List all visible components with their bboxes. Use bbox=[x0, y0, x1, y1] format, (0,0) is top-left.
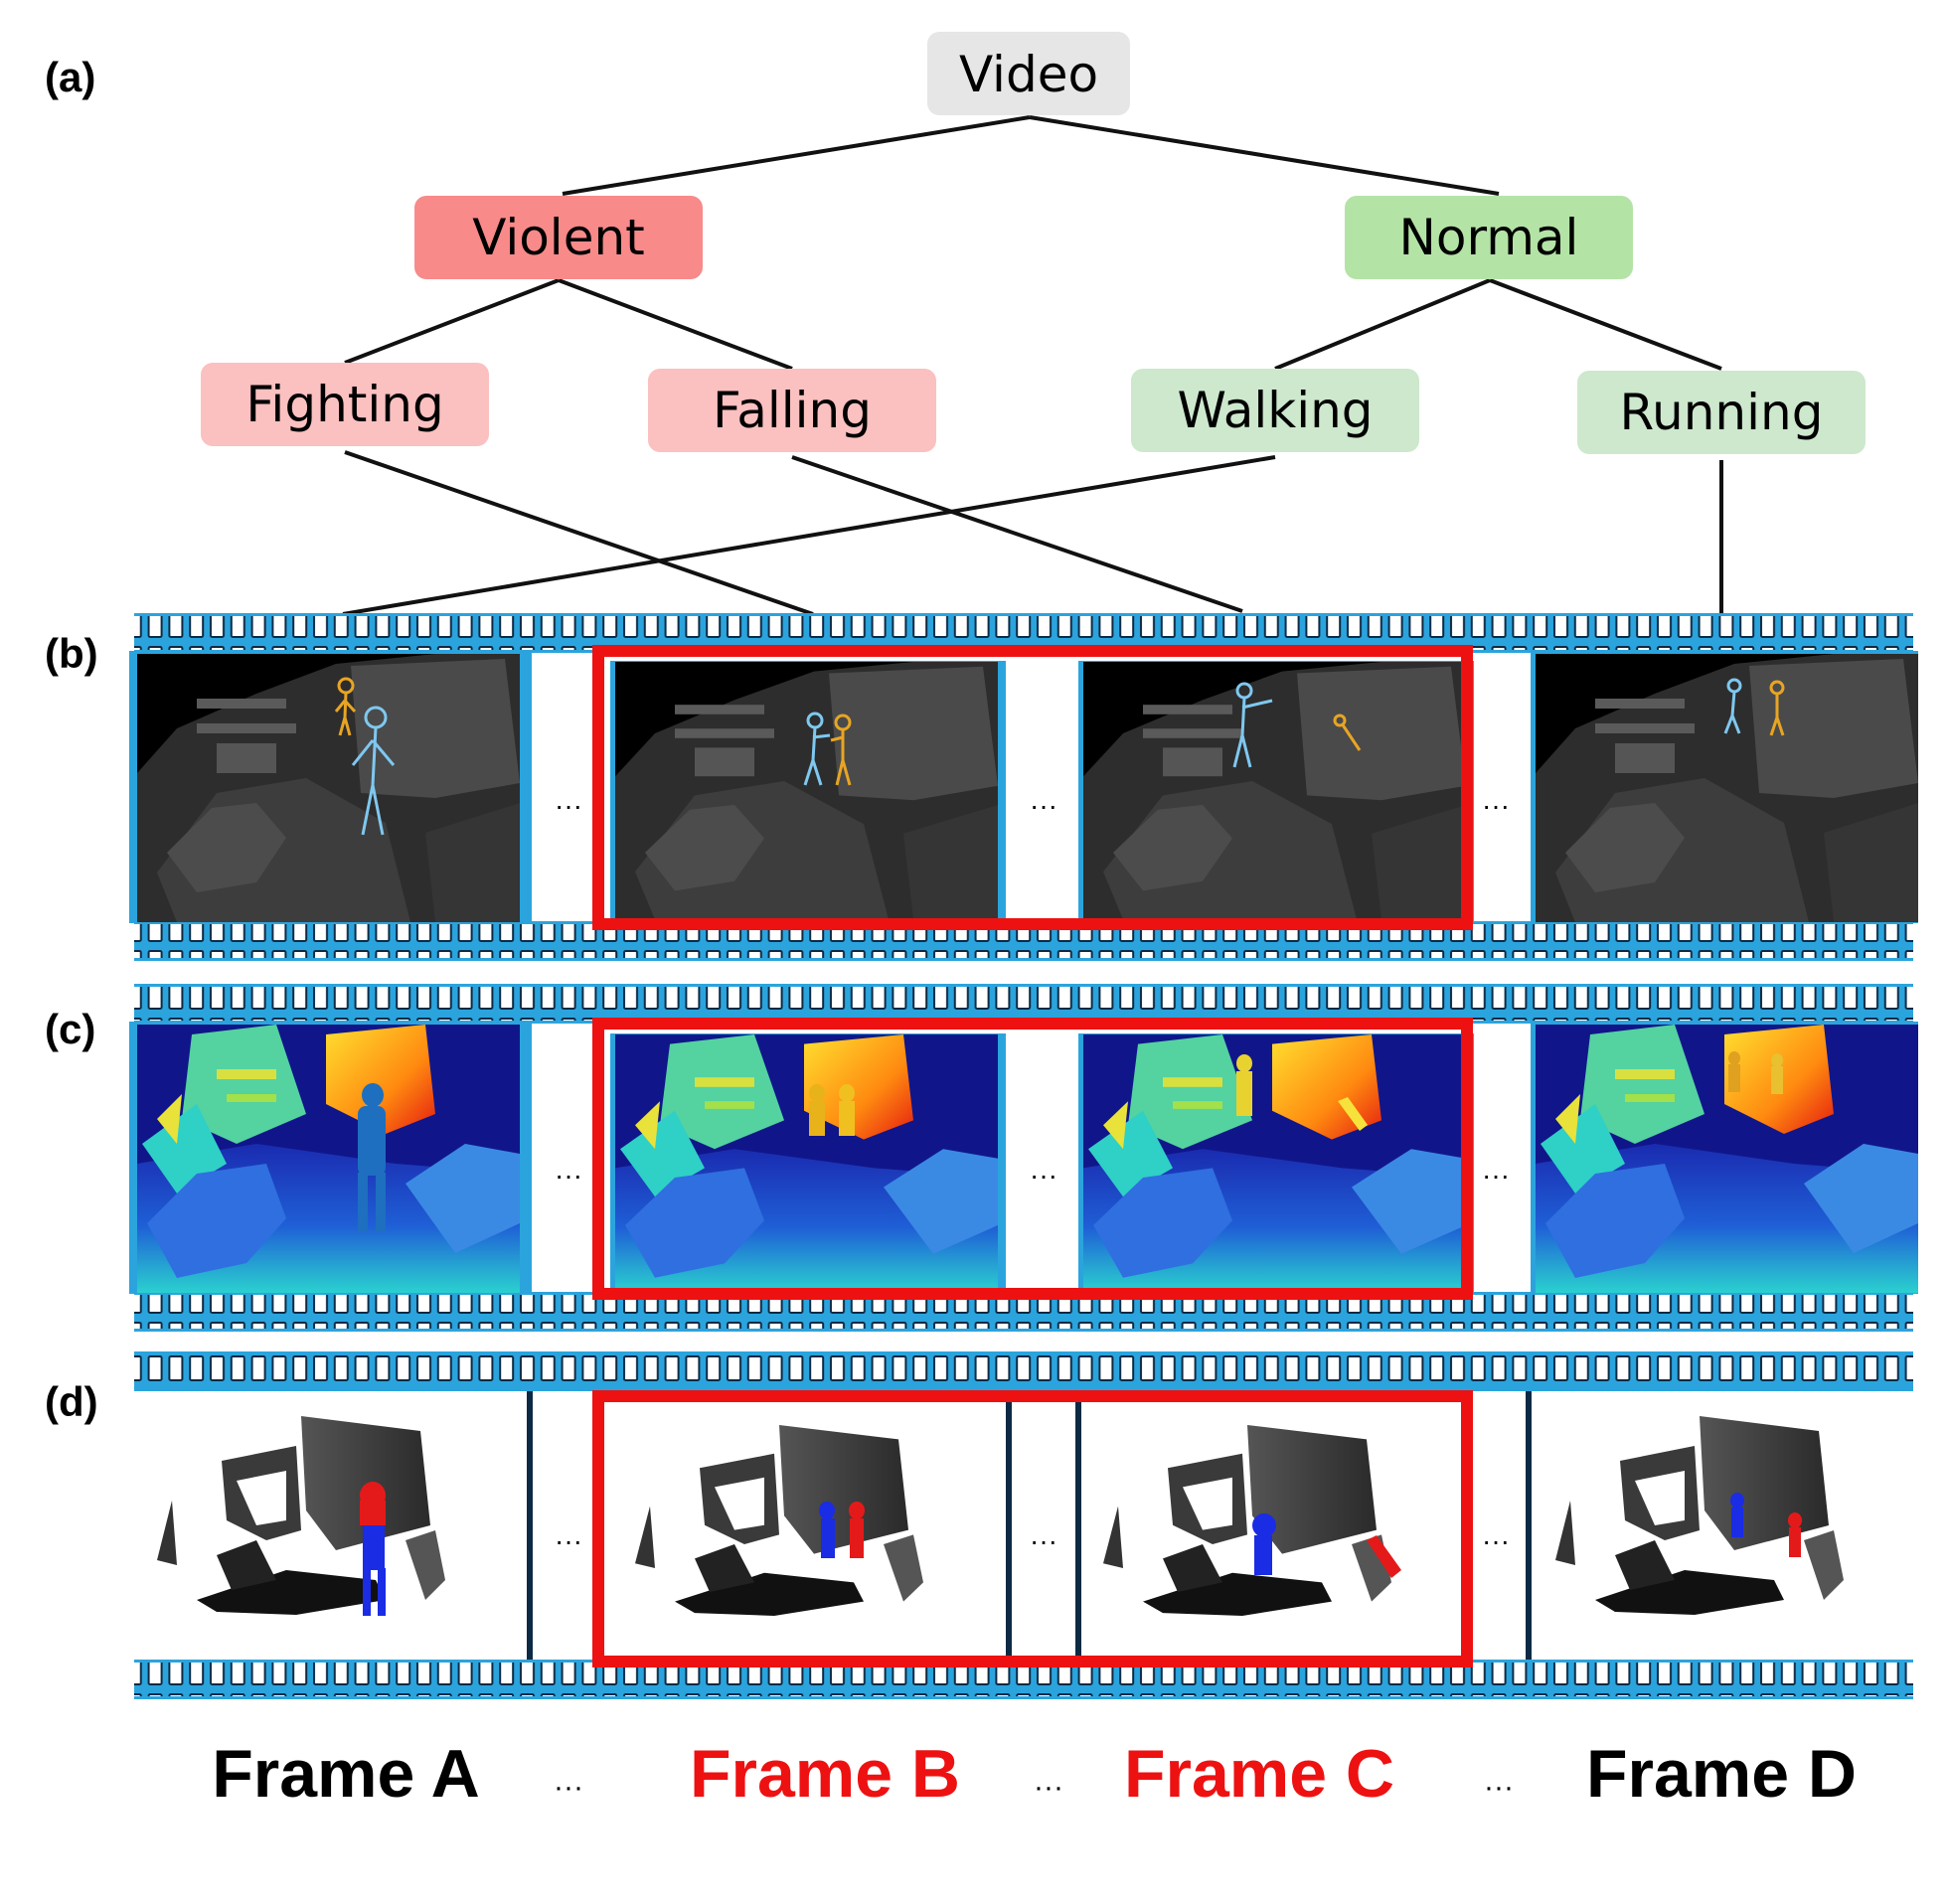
edge-fighting-frame bbox=[344, 450, 814, 616]
tree-node-violent: Violent bbox=[414, 196, 703, 279]
tree-node-fighting-box bbox=[201, 363, 489, 446]
tree-node-falling: Falling bbox=[648, 369, 936, 452]
tree-node-normal-box bbox=[1345, 196, 1633, 279]
tree-node-running: Running bbox=[1577, 371, 1866, 454]
frame-label-ellipsis-2: ··· bbox=[1034, 1771, 1063, 1804]
tree-node-violent-box bbox=[414, 196, 703, 279]
tree-node-falling-box bbox=[648, 369, 936, 452]
edge-violent-falling bbox=[558, 278, 793, 371]
film-strip-b: ··· ··· ··· bbox=[129, 613, 1918, 961]
panel-label-a: (a) bbox=[45, 54, 95, 100]
highlight-box-d bbox=[592, 1390, 1473, 1667]
tree-node-walking-label: Walking bbox=[1177, 382, 1373, 439]
tree-node-falling-label: Falling bbox=[713, 382, 872, 439]
frame-c-skeleton bbox=[1078, 661, 1474, 923]
frame-label-ellipsis-1: ··· bbox=[554, 1771, 583, 1804]
frame-label-ellipsis-3: ··· bbox=[1484, 1771, 1514, 1804]
ellipsis-d1: ··· bbox=[555, 1525, 582, 1556]
film-strip-c: ··· ··· ··· bbox=[129, 984, 1918, 1332]
edge-video-normal bbox=[1029, 115, 1500, 196]
frame-a-depth bbox=[129, 1022, 532, 1294]
tree-node-violent-label: Violent bbox=[472, 209, 645, 266]
tree-node-walking: Walking bbox=[1131, 369, 1419, 452]
skeleton-person-orange bbox=[334, 677, 357, 736]
frame-b-pointcloud bbox=[610, 1391, 1012, 1660]
tree-node-fighting-label: Fighting bbox=[245, 376, 443, 433]
tree-node-normal-label: Normal bbox=[1399, 209, 1579, 266]
ellipsis-b1: ··· bbox=[555, 790, 582, 821]
tree-node-walking-box bbox=[1131, 369, 1419, 452]
ellipsis-c3: ··· bbox=[1482, 1160, 1510, 1190]
ellipsis-c2: ··· bbox=[1030, 1160, 1057, 1190]
frame-b-depth bbox=[610, 1033, 1006, 1294]
edge-walking-frame bbox=[342, 455, 1276, 616]
tree-node-fighting: Fighting bbox=[201, 363, 489, 446]
highlight-box-c bbox=[592, 1018, 1473, 1300]
ellipsis-c1: ··· bbox=[555, 1160, 582, 1190]
edge-normal-walking bbox=[1274, 278, 1491, 371]
tree-node-video: Video bbox=[927, 32, 1130, 115]
frame-d-depth bbox=[1531, 1022, 1918, 1294]
frame-a-skeleton bbox=[129, 651, 532, 923]
tree-node-normal: Normal bbox=[1345, 196, 1633, 279]
frame-d-skeleton bbox=[1531, 651, 1918, 923]
skeleton-person-blue bbox=[351, 706, 396, 836]
edge-video-violent bbox=[562, 115, 1031, 196]
ellipsis-b3: ··· bbox=[1482, 790, 1510, 821]
ellipsis-b2: ··· bbox=[1030, 790, 1057, 821]
tree-node-running-label: Running bbox=[1620, 384, 1824, 441]
ellipsis-d3: ··· bbox=[1482, 1525, 1510, 1556]
tree-node-video-box bbox=[927, 32, 1130, 115]
frame-a-pointcloud bbox=[137, 1391, 533, 1660]
frame-labels: Frame A ··· Frame B ··· Frame C ··· Fram… bbox=[212, 1736, 1857, 1812]
depth-person-a bbox=[358, 1083, 386, 1232]
frame-d-pointcloud bbox=[1526, 1391, 1918, 1660]
frame-c-depth bbox=[1078, 1033, 1474, 1294]
frame-label-c: Frame C bbox=[1124, 1736, 1394, 1812]
edge-normal-running bbox=[1489, 278, 1722, 371]
tree-node-video-label: Video bbox=[959, 46, 1098, 103]
frame-c-pointcloud bbox=[1075, 1391, 1474, 1660]
frame-label-b: Frame B bbox=[690, 1736, 960, 1812]
edge-violent-fighting bbox=[344, 278, 560, 365]
film-strip-d: ··· ··· ··· bbox=[134, 1351, 1918, 1699]
panel-label-b: (b) bbox=[45, 630, 98, 677]
frame-label-a: Frame A bbox=[212, 1736, 480, 1812]
tree-node-running-box bbox=[1577, 371, 1866, 454]
tree-edges bbox=[342, 115, 1723, 616]
ellipsis-d2: ··· bbox=[1030, 1525, 1057, 1556]
frame-b-skeleton bbox=[610, 661, 1006, 923]
frame-label-d: Frame D bbox=[1586, 1736, 1857, 1812]
panel-label-c: (c) bbox=[45, 1006, 95, 1052]
highlight-box-b bbox=[592, 645, 1473, 930]
edge-falling-frame bbox=[791, 455, 1243, 613]
panel-label-d: (d) bbox=[45, 1378, 98, 1425]
